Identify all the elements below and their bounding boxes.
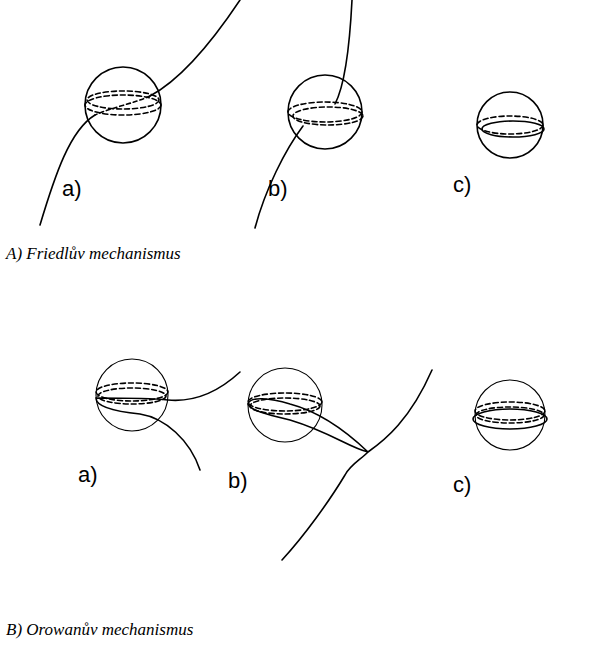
dislocation-line [95,96,150,115]
part-label: a) [78,462,98,488]
particle-sphere [477,92,544,158]
part-label: c) [453,472,471,498]
part-label: a) [62,176,82,202]
particle-sphere [85,67,161,143]
particle-sphere [288,75,363,149]
particle-sphere [473,380,547,450]
part-label: c) [453,172,471,198]
part-label: b) [228,468,248,494]
dislocation-line [248,370,432,560]
figure-caption: B) Orowanův mechanismus [6,620,193,640]
dislocation-line [40,115,95,225]
dislocation-line [96,372,240,470]
dislocation-line [335,0,352,104]
dislocation-line [255,126,303,228]
dislocation-line [150,0,240,96]
part-label: b) [268,176,288,202]
figure-caption: A) Friedlův mechanismus [6,244,181,264]
particle-sphere [248,368,322,442]
